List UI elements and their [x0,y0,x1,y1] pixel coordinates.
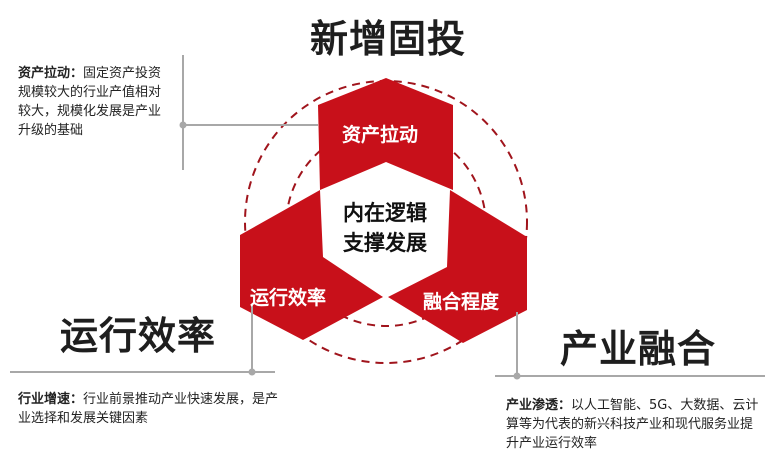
center-line-2: 支撑发展 [343,231,427,255]
center-line-1: 内在逻辑 [343,201,427,225]
heading-right: 产业融合 [560,327,717,371]
top-hexagon [318,78,453,190]
connector-lines [10,55,765,380]
left-hexagon [240,190,383,340]
description-left-text: 行业前景推动产业快速发展，是产业选择和发展关键因素 [18,392,279,426]
description-right-text: 以人工智能、5G、大数据、云计算等为代表的新兴科技产业和现代服务业提升产业运行效… [506,398,759,451]
center-hexagon [320,162,450,297]
hex-label-top: 资产拉动 [342,124,419,146]
description-right-label: 产业渗透： [506,398,572,413]
heading-left: 运行效率 [60,314,217,358]
center-text: 内在逻辑 支撑发展 [335,198,435,258]
description-top-label: 资产拉动： [18,66,84,81]
description-right: 产业渗透：以人工智能、5G、大数据、云计算等为代表的新兴科技产业和现代服务业提升… [506,396,764,453]
right-hexagon [388,190,527,343]
hex-label-left: 运行效率 [250,287,327,309]
description-left-label: 行业增速： [18,392,84,407]
description-top: 资产拉动：固定资产投资规模较大的行业产值相对较大，规模化发展是产业升级的基础 [18,64,166,140]
heading-top: 新增固投 [310,17,467,61]
description-left: 行业增速：行业前景推动产业快速发展，是产业选择和发展关键因素 [18,390,288,428]
description-top-text: 固定资产投资规模较大的行业产值相对较大，规模化发展是产业升级的基础 [18,66,162,138]
hex-label-right: 融合程度 [423,291,500,313]
